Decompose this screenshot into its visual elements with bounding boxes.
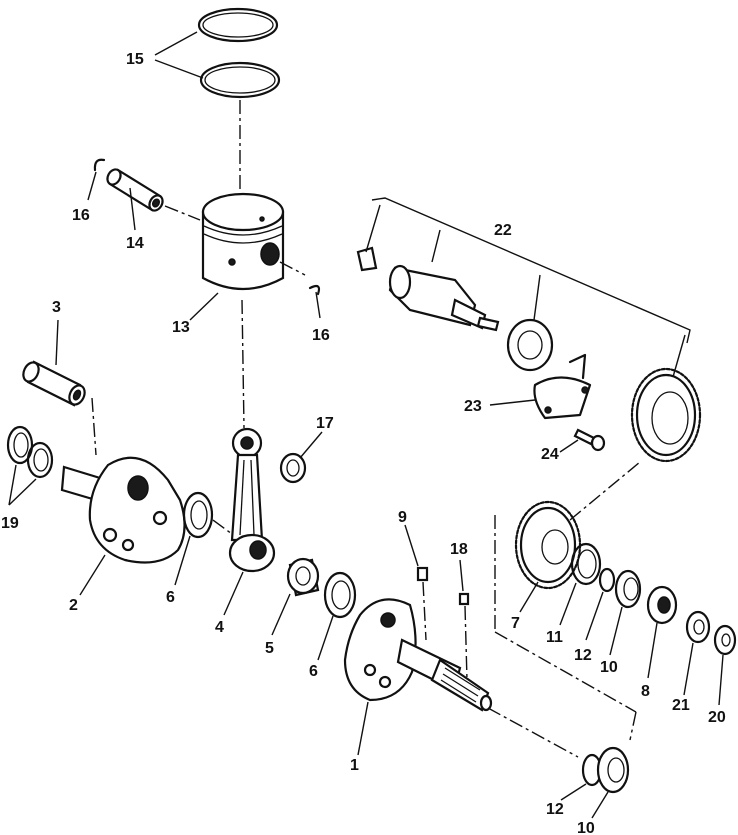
callout-19: 19: [1, 515, 19, 532]
callout-18: 18: [450, 541, 468, 558]
callout-9: 9: [398, 509, 407, 526]
circlip-right: [308, 284, 321, 296]
callout-2: 2: [69, 597, 78, 614]
needle-bearing-large: [22, 360, 86, 407]
oil-seals: [6, 425, 54, 479]
callout-16-circlip-right: 16: [312, 327, 330, 344]
piston-rings: [197, 7, 281, 99]
crank-half-left: [60, 456, 186, 564]
piston-pin: [106, 168, 164, 212]
pin-axis-line: [164, 205, 201, 221]
callout-15: 15: [126, 51, 144, 68]
callout-labels: 15 16 14 13 16 22 3 17 23 24 19 2 6 4 5 …: [1, 51, 726, 835]
snap-ring-12: [598, 567, 616, 593]
flat-washer-21: [685, 610, 711, 644]
piston: [201, 192, 285, 291]
leader-lines: [8, 31, 724, 819]
woodruff-key-18: [458, 592, 470, 606]
callout-8: 8: [641, 683, 650, 700]
bearing-10: [614, 569, 642, 609]
callout-23: 23: [464, 398, 482, 415]
pin-axis-line-right: [279, 261, 306, 276]
drive-gear: [514, 500, 582, 590]
starter-ring-gear: [630, 367, 702, 463]
key9-axis-line: [422, 581, 427, 641]
starter-bracket: [533, 353, 592, 420]
callout-1: 1: [350, 757, 359, 774]
circlip-left: [93, 158, 106, 172]
bearing-axis-line: [91, 397, 97, 456]
spline-collar: [646, 585, 678, 625]
starter-drive-assembly: [356, 246, 554, 372]
callout-5: 5: [265, 640, 274, 657]
callout-20: 20: [708, 709, 726, 726]
connecting-rod: [228, 427, 276, 573]
callout-12-bottom: 12: [546, 801, 564, 818]
callout-3: 3: [52, 299, 61, 316]
callout-21: 21: [672, 697, 690, 714]
callout-7: 7: [511, 615, 520, 632]
callout-11: 11: [546, 629, 563, 646]
callout-4: 4: [215, 619, 224, 636]
needle-bearing-small-end: [279, 452, 307, 484]
callout-10-bottom: 10: [577, 820, 595, 835]
bracket-bolt: [573, 428, 606, 452]
thrust-washer-right: [323, 571, 357, 619]
assembly-dash-lines: [487, 461, 641, 758]
callout-22: 22: [494, 222, 512, 239]
washer-11: [570, 542, 602, 586]
crankshaft-main: [343, 598, 493, 712]
callout-6-left: 6: [166, 589, 175, 606]
needle-bearing-big-end: [286, 557, 320, 597]
callout-13: 13: [172, 319, 190, 336]
callout-24: 24: [541, 446, 559, 463]
callout-10-top: 10: [600, 659, 618, 676]
callout-6-right: 6: [309, 663, 318, 680]
key18-axis-line: [464, 605, 468, 681]
hex-nut-20: [713, 624, 737, 656]
callout-16-circlip: 16: [72, 207, 90, 224]
rod-axis-line: [241, 299, 245, 429]
bearing-10-bottom: [596, 746, 630, 794]
thrust-washer-left: [182, 491, 214, 539]
woodruff-key-9: [416, 566, 429, 582]
callout-17: 17: [316, 415, 334, 432]
callout-12-top: 12: [574, 647, 592, 664]
callout-14: 14: [126, 235, 144, 252]
